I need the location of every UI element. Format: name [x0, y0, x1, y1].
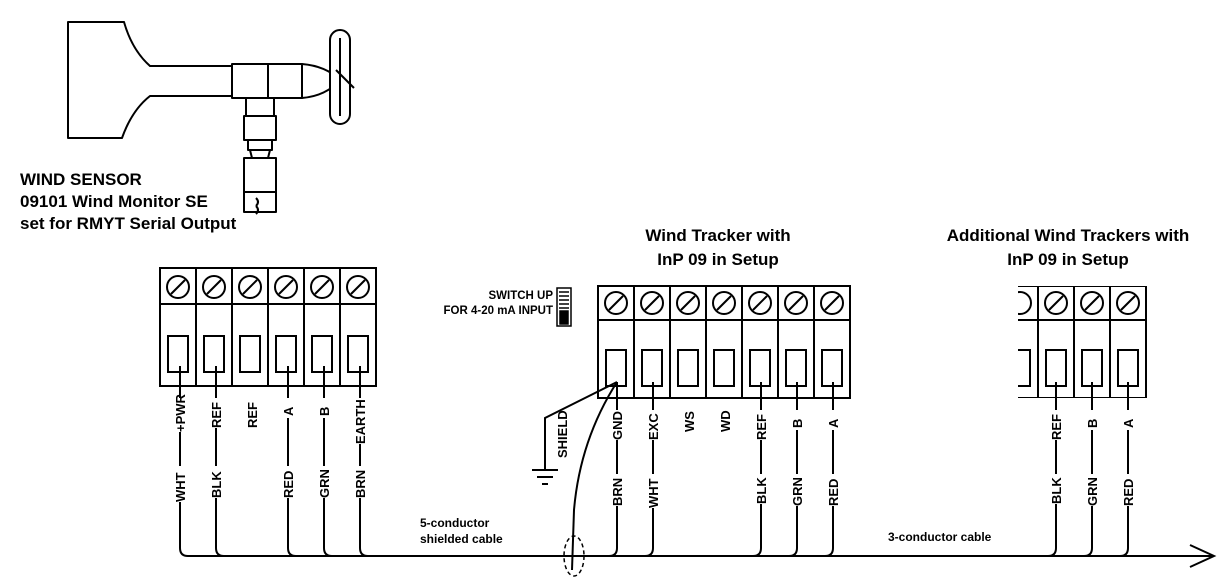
tracker-wire-red: RED — [826, 479, 841, 506]
screw-icon — [1044, 291, 1068, 315]
three-conductor-label: 3-conductor cable — [888, 530, 992, 544]
screw-icon — [1080, 291, 1104, 315]
sensor-wire-red: RED — [281, 471, 296, 498]
sensor-screws — [166, 275, 370, 299]
screw-icon — [202, 275, 226, 299]
sensor-terminal-b: B — [317, 407, 332, 416]
sensor-terminal-block — [159, 267, 377, 387]
screw-icon — [820, 291, 844, 315]
sensor-setting: set for RMYT Serial Output — [20, 214, 237, 233]
tracker-title-line1: Wind Tracker with — [645, 226, 790, 245]
sensor-terminal-ref2: REF — [245, 402, 260, 428]
sensor-terminal-earth: EARTH — [353, 399, 368, 444]
screw-icon — [604, 291, 628, 315]
shield-ellipse — [563, 535, 585, 577]
tracker-terminal-wd: WD — [718, 410, 733, 432]
sensor-terminal-ref: REF — [209, 402, 224, 428]
additional-wires — [1047, 382, 1129, 557]
additional-wire-grn: GRN — [1085, 477, 1100, 506]
screw-icon — [310, 275, 334, 299]
screw-icon — [346, 275, 370, 299]
additional-terminal-b: B — [1085, 419, 1100, 428]
sensor-terminal-a: A — [281, 406, 296, 416]
sensor-clamps — [167, 335, 369, 373]
additional-terminal-a: A — [1121, 418, 1136, 428]
shield-label: SHIELD — [555, 410, 570, 458]
screw-icon — [1116, 291, 1140, 315]
sensor-model: 09101 Wind Monitor SE — [20, 192, 208, 211]
sensor-terminal-pwr: +PWR — [173, 393, 188, 432]
tracker-title-line2: InP 09 in Setup — [657, 250, 779, 269]
screw-icon — [676, 291, 700, 315]
five-conductor-label: 5-conductor — [420, 516, 490, 530]
tracker-screws — [604, 291, 844, 315]
tracker-terminal-ref: REF — [754, 414, 769, 440]
switch-label-line1: SWITCH UP — [488, 290, 553, 302]
screw-icon — [784, 291, 808, 315]
additional-title-line1: Additional Wind Trackers with — [947, 226, 1190, 245]
tracker-terminal-ws: WS — [682, 411, 697, 432]
tracker-wire-brn: BRN — [610, 478, 625, 506]
cable-arrow-icon — [1189, 544, 1217, 568]
sensor-wire-blk: BLK — [209, 471, 224, 498]
wind-sensor-drawing — [67, 21, 355, 215]
switch-label-line2: FOR 4-20 mA INPUT — [444, 305, 553, 317]
screw-icon — [748, 291, 772, 315]
sensor-wire-grn: GRN — [317, 469, 332, 498]
additional-title-line2: InP 09 in Setup — [1007, 250, 1129, 269]
tracker-terminal-gnd: GND — [610, 411, 625, 440]
additional-screws — [1044, 291, 1140, 315]
tracker-terminal-a: A — [826, 418, 841, 428]
tracker-clamps — [605, 349, 843, 387]
shielded-cable-label: shielded cable — [420, 532, 503, 546]
additional-clamps — [1045, 349, 1139, 387]
ground-icon — [532, 469, 558, 485]
tracker-wire-grn: GRN — [790, 477, 805, 506]
additional-wire-blk: BLK — [1049, 477, 1064, 504]
screw-icon — [274, 275, 298, 299]
sensor-wires — [179, 366, 1214, 557]
tracker-wires — [544, 381, 834, 571]
additional-terminal-ref: REF — [1049, 414, 1064, 440]
additional-wire-red: RED — [1121, 479, 1136, 506]
screw-icon — [640, 291, 664, 315]
switch-toggle[interactable] — [556, 287, 572, 327]
screw-icon — [166, 275, 190, 299]
sensor-title: WIND SENSOR — [20, 170, 142, 189]
tracker-wire-blk: BLK — [754, 477, 769, 504]
screw-icon — [238, 275, 262, 299]
screw-icon — [712, 291, 736, 315]
sensor-wire-brn: BRN — [353, 470, 368, 498]
tracker-terminal-b: B — [790, 419, 805, 428]
tracker-wire-wht: WHT — [646, 478, 661, 508]
tracker-terminal-exc: EXC — [646, 413, 661, 440]
sensor-wire-wht: WHT — [173, 472, 188, 502]
